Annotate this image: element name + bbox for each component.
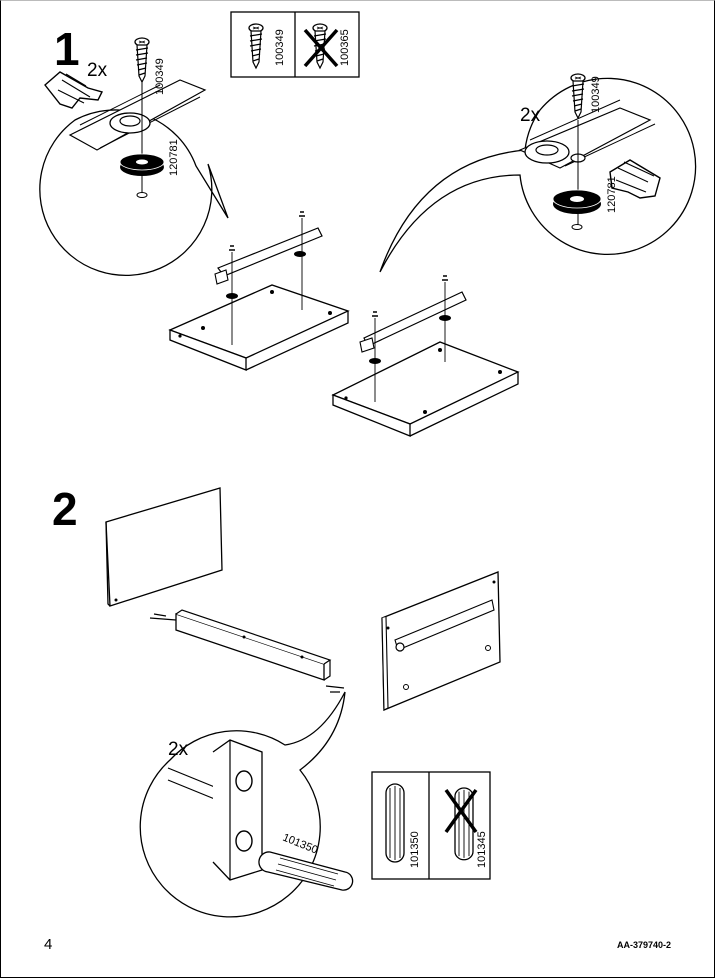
drawer-bottom-left: [168, 211, 350, 371]
parts-box2-correct-code: 101350: [409, 831, 421, 868]
back-rail: [149, 609, 345, 693]
callout-right-washer-code: 120781: [606, 176, 618, 213]
callout-right-screw-code: 100349: [590, 76, 602, 113]
parts-box2-wrong-code: 101345: [476, 831, 488, 868]
step-number-1: 1: [54, 23, 80, 75]
parts-box-step1: [230, 11, 360, 78]
hand-icon: [609, 159, 661, 199]
callout-circle-right: [379, 77, 697, 273]
callout-right-quantity: 2x: [520, 105, 541, 126]
screw-icon: [134, 37, 150, 83]
cross-out-icon: [444, 788, 478, 834]
callout-circle-dowel: [139, 691, 354, 918]
drawer-front-panel: [105, 487, 223, 607]
drawer-bottom-right: [331, 275, 520, 437]
callout-left-quantity: 2x: [87, 60, 108, 81]
dowel-icon: [385, 783, 405, 863]
drawer-side-panel: [381, 571, 501, 711]
parts-box-step2: [371, 771, 491, 880]
callout-left-washer-code: 120781: [168, 139, 180, 176]
hand-icon: [44, 71, 104, 109]
callout-dowel-quantity: 2x: [168, 739, 189, 760]
callout-circle-left: [39, 75, 229, 277]
parts-box1-wrong-code: 100365: [339, 29, 351, 66]
page-number: 4: [44, 936, 53, 953]
parts-box1-correct-code: 100349: [274, 29, 286, 66]
cross-out-icon: [303, 28, 339, 68]
step-number-2: 2: [52, 483, 78, 535]
document-code: AA-379740-2: [616, 940, 671, 950]
callout-left-screw-code: 100349: [154, 58, 166, 95]
